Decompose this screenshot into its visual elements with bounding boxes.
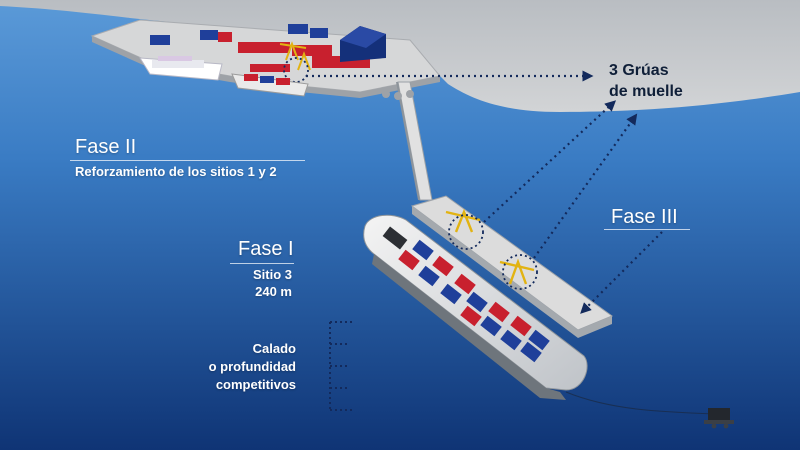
coastline xyxy=(0,0,800,112)
rov-icon xyxy=(704,408,734,429)
crane-icon xyxy=(279,41,311,71)
fase3-divider xyxy=(604,229,690,230)
ship-icon xyxy=(363,214,588,400)
cruise-ship-icon xyxy=(139,56,223,81)
draft-line2: o profundidad xyxy=(208,359,296,374)
arrow-fase3 xyxy=(580,231,663,314)
fase3-title: Fase III xyxy=(611,206,678,228)
draft-line3: competitivos xyxy=(215,377,296,392)
container-icon xyxy=(398,239,550,363)
cranes-line2: de muelle xyxy=(609,83,683,100)
arrow-pier-crane-1 xyxy=(483,100,617,223)
cranes-line1: 3 Grúas xyxy=(609,62,669,79)
cranes-label: 3 Grúas de muelle xyxy=(609,60,683,102)
depth-gauge xyxy=(329,321,352,411)
fase1-divider xyxy=(230,263,294,264)
fase2-title: Fase II xyxy=(75,136,137,158)
rov-tether xyxy=(565,391,717,415)
fase1-berth: Sitio 3 xyxy=(252,267,292,282)
fase2-subtitle: Reforzamiento de los sitios 1 y 2 xyxy=(75,164,277,179)
fase1-title: Fase I xyxy=(238,238,294,260)
fase2-divider xyxy=(70,160,305,161)
access-bridge xyxy=(382,81,433,201)
draft-label: Calado o profundidad competitivos xyxy=(209,340,296,394)
draft-line1: Calado xyxy=(252,341,296,356)
crane-arrows xyxy=(306,70,663,314)
fase1-details: Sitio 3 240 m xyxy=(253,266,292,300)
ship-icon xyxy=(231,73,309,97)
new-pier xyxy=(410,195,614,338)
warehouse-icon xyxy=(340,26,386,62)
fase1-length: 240 m xyxy=(255,284,292,299)
